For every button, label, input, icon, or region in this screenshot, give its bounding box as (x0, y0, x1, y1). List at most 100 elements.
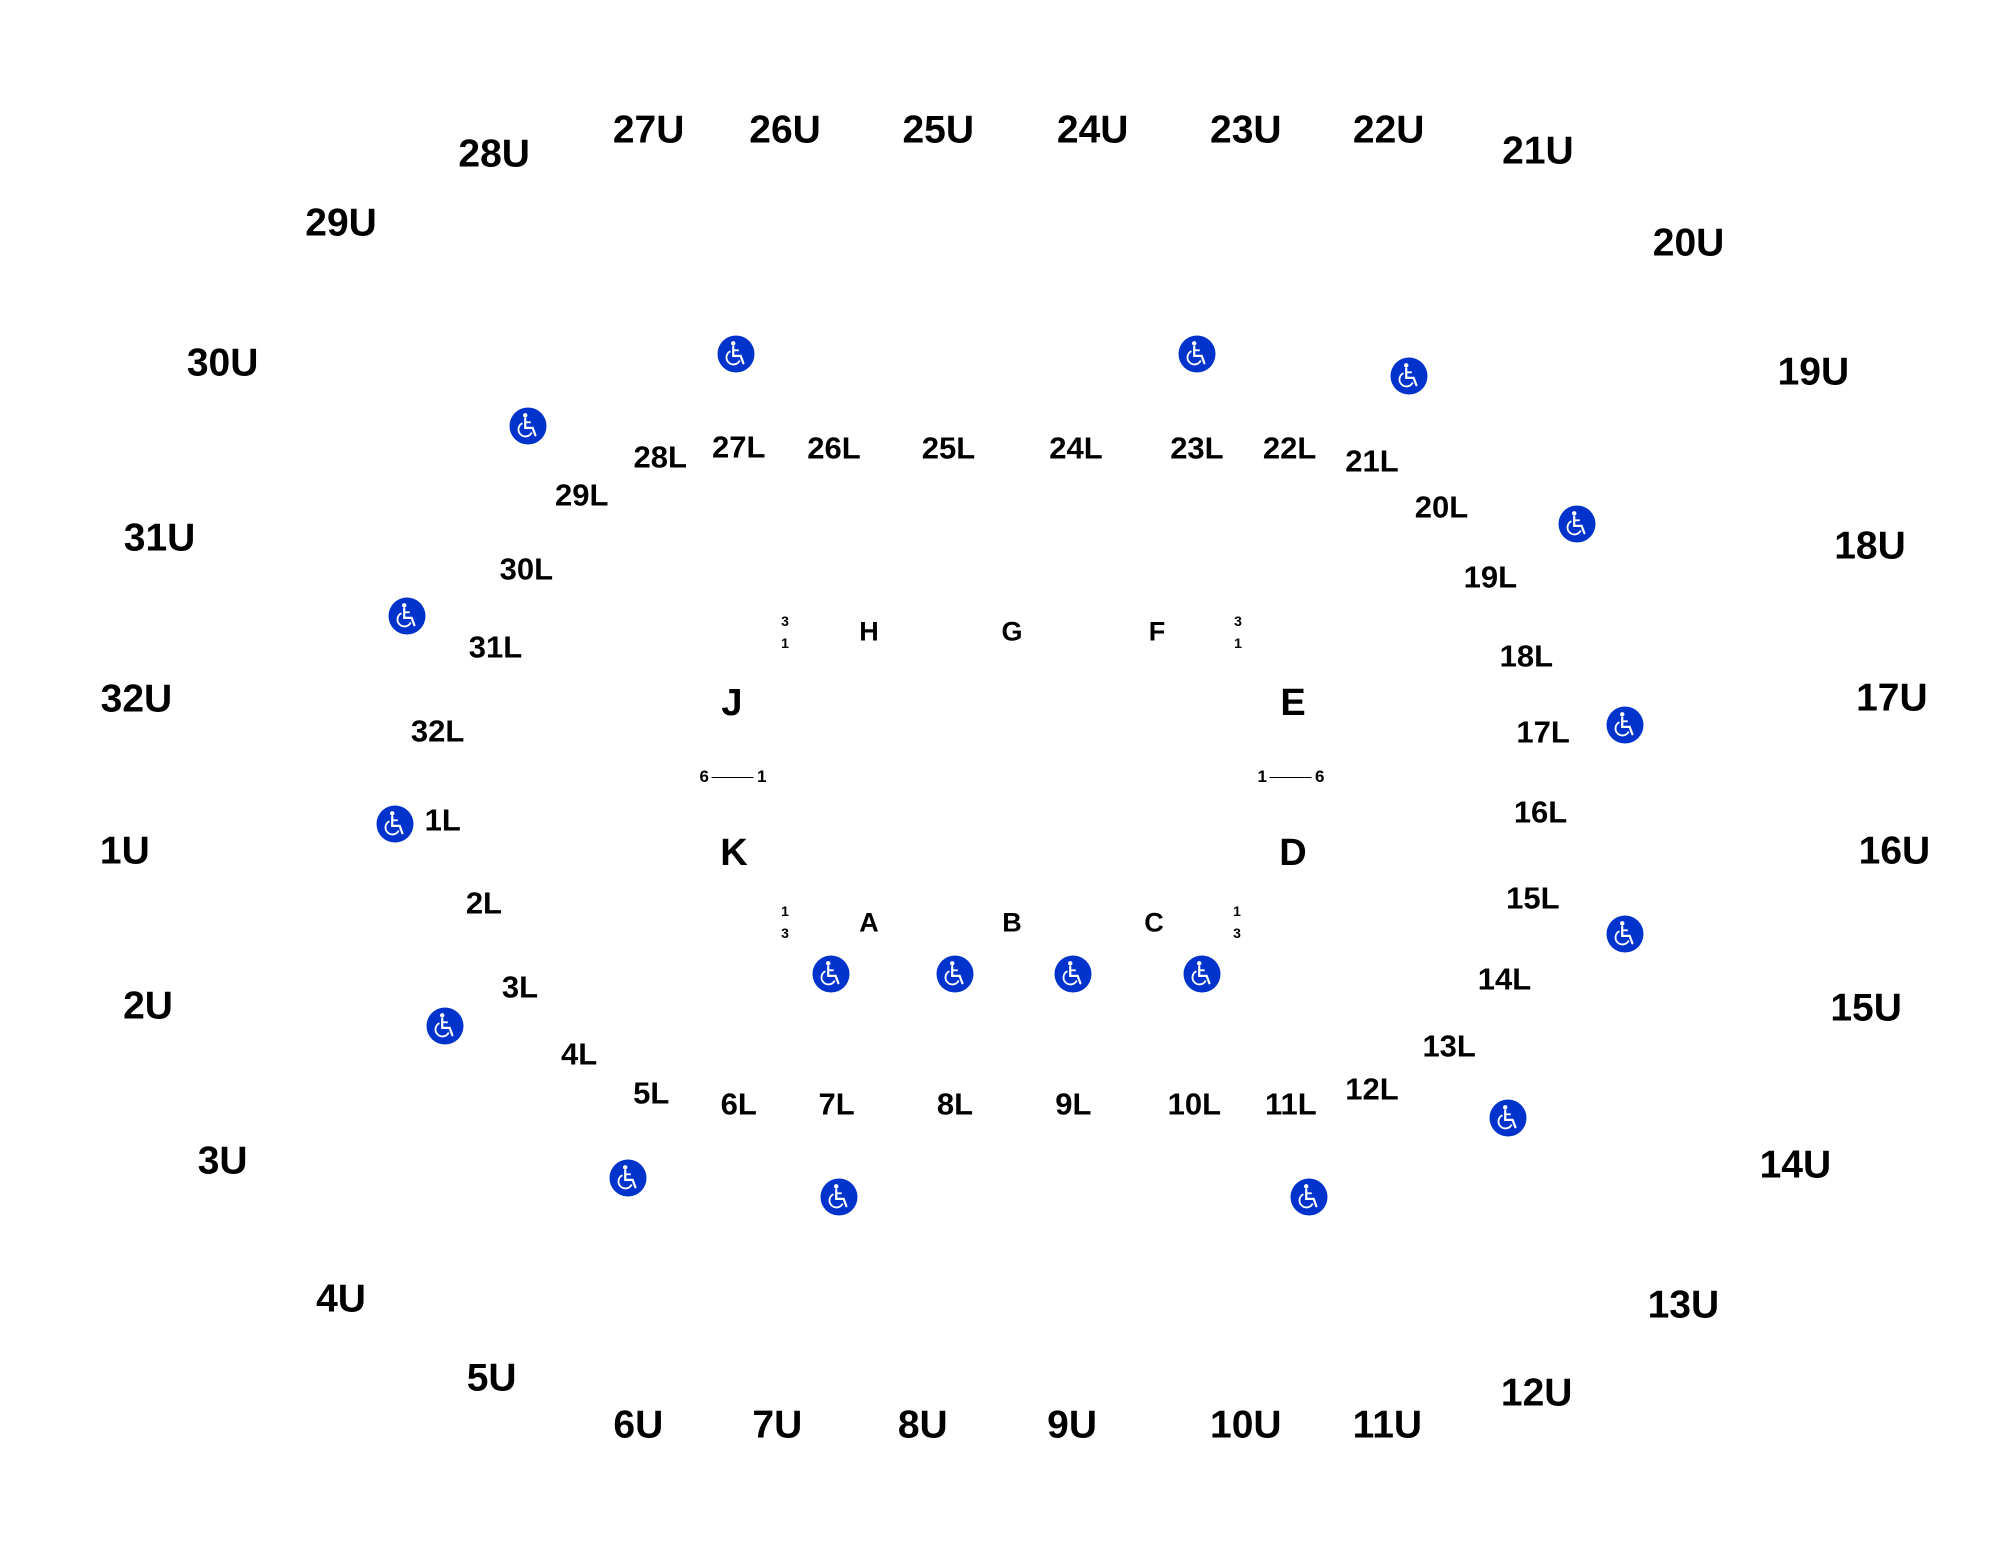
section-31U[interactable]: 31U (123, 516, 196, 560)
wheelchair-icon (936, 955, 974, 993)
section-1L[interactable]: 1L (424, 802, 461, 838)
section-32U[interactable]: 32U (100, 677, 173, 721)
wheelchair-icon (1290, 1178, 1328, 1216)
section-A[interactable]: A (859, 907, 879, 938)
wheelchair-icon (812, 955, 850, 993)
section-3L[interactable]: 3L (501, 969, 539, 1005)
section-20L[interactable]: 20L (1414, 489, 1469, 525)
section-25U[interactable]: 25U (902, 108, 974, 152)
section-18L[interactable]: 18L (1499, 638, 1554, 674)
row-number: 6 (699, 767, 709, 786)
row-number: 3 (1234, 613, 1242, 629)
section-F[interactable]: F (1148, 616, 1166, 647)
section-11L[interactable]: 11L (1265, 1086, 1317, 1122)
section-7U[interactable]: 7U (752, 1403, 803, 1447)
row-line (712, 776, 754, 778)
section-16L[interactable]: 16L (1513, 794, 1568, 830)
wheelchair-icon (609, 1159, 647, 1197)
section-21L[interactable]: 21L (1345, 443, 1399, 479)
section-9L[interactable]: 9L (1055, 1086, 1092, 1122)
section-30L[interactable]: 30L (499, 551, 554, 587)
section-2U[interactable]: 2U (123, 984, 173, 1028)
section-28L[interactable]: 28L (633, 439, 687, 475)
row-marker-top-right: 3 1 (1234, 610, 1242, 654)
section-K[interactable]: K (720, 832, 748, 874)
section-24U[interactable]: 24U (1056, 108, 1129, 152)
section-G[interactable]: G (1001, 616, 1023, 647)
section-31L[interactable]: 31L (468, 629, 523, 665)
row-line (1270, 776, 1312, 778)
section-22U[interactable]: 22U (1352, 108, 1425, 152)
section-C[interactable]: C (1144, 907, 1164, 938)
row-marker-top-left: 3 1 (781, 610, 789, 654)
section-21U[interactable]: 21U (1502, 129, 1574, 173)
section-30U[interactable]: 30U (186, 341, 259, 385)
section-J[interactable]: J (721, 682, 743, 724)
wheelchair-icon (1183, 955, 1221, 993)
section-10L[interactable]: 10L (1167, 1086, 1222, 1122)
wheelchair-icon (1606, 915, 1644, 953)
wheelchair-icon (820, 1178, 858, 1216)
wheelchair-icon (426, 1007, 464, 1045)
section-29U[interactable]: 29U (305, 201, 377, 245)
row-number: 1 (757, 767, 767, 786)
wheelchair-icon (717, 335, 755, 373)
section-18U[interactable]: 18U (1834, 524, 1906, 568)
section-26L[interactable]: 26L (807, 430, 861, 466)
wheelchair-icon (1489, 1099, 1527, 1137)
section-12L[interactable]: 12L (1345, 1071, 1399, 1107)
section-5U[interactable]: 5U (466, 1356, 517, 1400)
row-marker-bottom-right: 1 3 (1233, 900, 1241, 944)
section-H[interactable]: H (859, 616, 879, 647)
section-5L[interactable]: 5L (633, 1075, 670, 1111)
section-3U[interactable]: 3U (197, 1139, 248, 1183)
section-17U[interactable]: 17U (1856, 676, 1928, 720)
section-8U[interactable]: 8U (897, 1403, 948, 1447)
section-11U[interactable]: 11U (1352, 1403, 1423, 1447)
section-16U[interactable]: 16U (1858, 829, 1931, 873)
wheelchair-icon (1390, 357, 1428, 395)
wheelchair-icon (1054, 955, 1092, 993)
section-32L[interactable]: 32L (410, 713, 465, 749)
section-15L[interactable]: 15L (1506, 880, 1560, 916)
section-29L[interactable]: 29L (555, 477, 609, 513)
section-25L[interactable]: 25L (921, 430, 976, 466)
section-14L[interactable]: 14L (1477, 961, 1532, 997)
section-22L[interactable]: 22L (1262, 430, 1317, 466)
section-10U[interactable]: 10U (1210, 1403, 1282, 1447)
section-4U[interactable]: 4U (316, 1277, 366, 1321)
section-15U[interactable]: 15U (1830, 986, 1902, 1030)
section-19U[interactable]: 19U (1777, 350, 1850, 394)
section-20U[interactable]: 20U (1652, 221, 1725, 265)
section-17L[interactable]: 17L (1516, 714, 1570, 750)
section-6L[interactable]: 6L (720, 1086, 757, 1122)
section-19L[interactable]: 19L (1463, 559, 1518, 595)
section-27L[interactable]: 27L (712, 429, 766, 465)
section-8L[interactable]: 8L (936, 1086, 974, 1122)
section-23L[interactable]: 23L (1170, 430, 1224, 466)
section-13L[interactable]: 13L (1422, 1028, 1476, 1064)
section-D[interactable]: D (1279, 832, 1307, 874)
section-24L[interactable]: 24L (1049, 430, 1103, 466)
section-23U[interactable]: 23U (1210, 108, 1282, 152)
wheelchair-icon (1606, 706, 1644, 744)
section-1U[interactable]: 1U (99, 829, 150, 873)
section-27U[interactable]: 27U (612, 108, 685, 152)
section-14U[interactable]: 14U (1759, 1143, 1832, 1187)
row-marker-bottom-left: 1 3 (781, 900, 789, 944)
section-7L[interactable]: 7L (818, 1086, 855, 1122)
section-26U[interactable]: 26U (749, 108, 821, 152)
section-B[interactable]: B (1002, 907, 1022, 938)
row-marker-right: 1 6 (1258, 767, 1325, 787)
section-28U[interactable]: 28U (458, 132, 530, 176)
section-4L[interactable]: 4L (561, 1036, 598, 1072)
section-E[interactable]: E (1280, 682, 1306, 724)
section-13U[interactable]: 13U (1647, 1283, 1720, 1327)
section-9U[interactable]: 9U (1047, 1403, 1097, 1447)
wheelchair-icon (1558, 505, 1596, 543)
section-6U[interactable]: 6U (613, 1403, 664, 1447)
section-2L[interactable]: 2L (465, 885, 502, 921)
wheelchair-icon (388, 597, 426, 635)
section-12U[interactable]: 12U (1500, 1371, 1573, 1415)
